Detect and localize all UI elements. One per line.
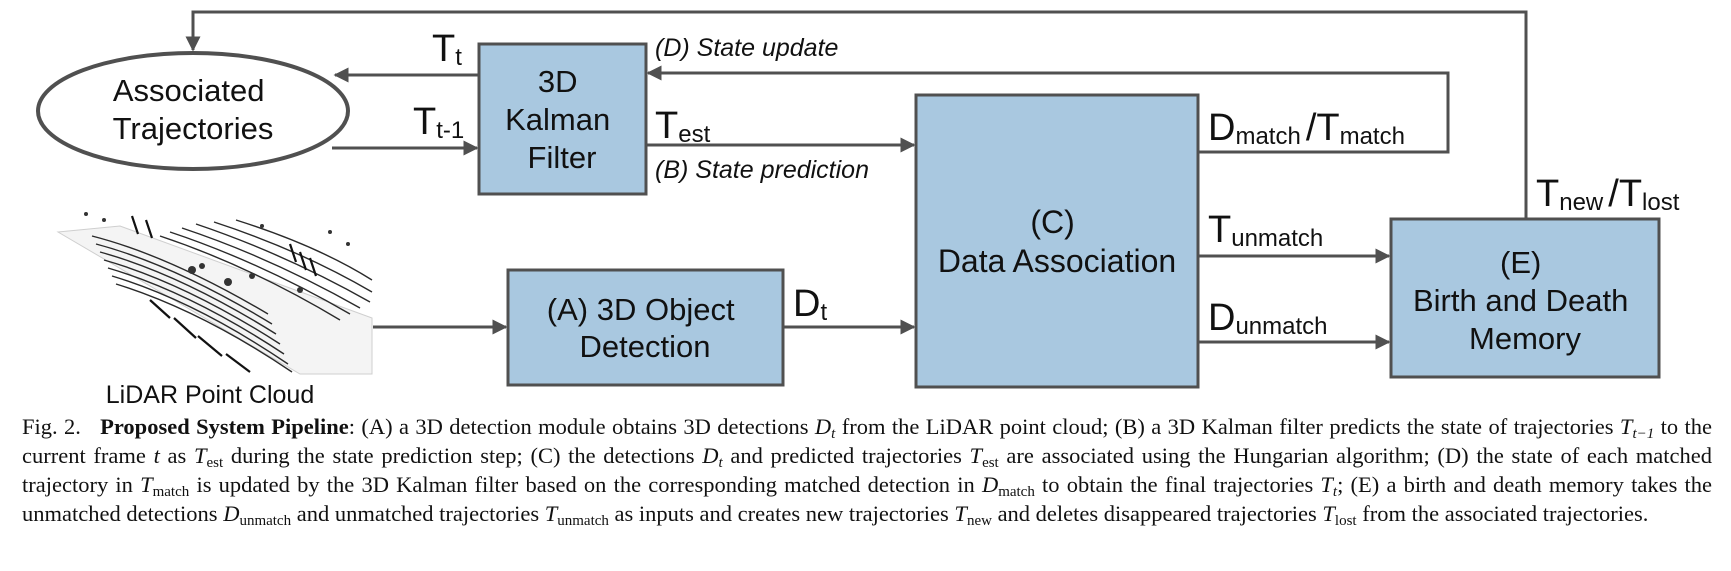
state-prediction-label: (B) State prediction [655, 156, 869, 184]
caption-text: and unmatched trajectories [291, 501, 545, 526]
math-Test: Test [969, 443, 999, 471]
lidar-point-cloud-image [56, 212, 373, 375]
Tunmatch-label: Tunmatch [1208, 209, 1323, 252]
math-Dt: Dt [814, 414, 836, 442]
Dunmatch-label: Dunmatch [1208, 297, 1328, 340]
svg-text:Associated Trajectories: Associated Trajectories [113, 73, 274, 146]
object-detection-box [506, 268, 785, 387]
caption-text: ; (E) a birth and death memory takes the… [22, 472, 1713, 526]
kalman-line-3: Filter [528, 140, 597, 175]
caption-title: Proposed System Pipeline [100, 414, 349, 439]
Dmatch-Tmatch-label: Dmatch/Tmatch [1208, 107, 1405, 150]
caption-text: and predicted trajectories [722, 443, 970, 468]
caption-text: from the associated trajectories. [1356, 501, 1649, 526]
data-association-box [914, 93, 1200, 389]
caption-text: are associated using the Hungarian algor… [22, 443, 1712, 497]
math-Tmatch: Tmatch [140, 472, 190, 500]
caption-text: to the current frame [22, 414, 1713, 468]
math-Dunmatch: Dunmatch [223, 501, 292, 529]
memory-line-1: (E) [1500, 245, 1541, 280]
Dt-label: Dt [793, 283, 827, 326]
math-Test: Test [193, 443, 224, 471]
memory-line-2: Birth and Death [1413, 283, 1628, 318]
caption-text: from the LiDAR point cloud; (B) a 3D Kal… [835, 414, 1620, 439]
figure-caption: Fig. 2. Proposed System Pipeline: (A) a … [22, 412, 1713, 529]
caption-text: during the state prediction step; (C) th… [223, 443, 703, 468]
lidar-point-cloud-label: LiDAR Point Cloud [106, 381, 314, 409]
caption-text: as inputs and creates new trajectories [608, 501, 955, 526]
kalman-filter-box [477, 42, 648, 196]
math-Dt: Dt [702, 443, 723, 471]
math-Dmatch: Dmatch [981, 472, 1035, 500]
math-Tnew: Tnew [954, 501, 992, 529]
Tt1-label: Tt-1 [413, 101, 464, 144]
kalman-line-2: Kalman [505, 102, 610, 137]
caption-text: as [159, 443, 194, 468]
birth-death-memory-box [1389, 217, 1661, 379]
caption-text: : (A) a 3D detection module obtains 3D d… [348, 414, 815, 439]
detection-line-1: (A) 3D Object [547, 292, 735, 327]
math-t: t [153, 443, 160, 468]
Tt-label: Tt [432, 28, 462, 71]
association-line-1: (C) [1030, 204, 1074, 240]
svg-text:(C) Data Association: (C) Data Association [938, 204, 1176, 279]
svg-text:(E) Birth and Death Me: (E) Birth and Death Memory [1413, 245, 1637, 356]
caption-text: is updated by the 3D Kalman filter based… [189, 472, 982, 497]
math-Tunmatch: Tunmatch [544, 501, 609, 529]
Tnew-Tlost-label: Tnew/Tlost [1536, 173, 1680, 216]
arrow-state-update [646, 65, 1450, 154]
kalman-line-1: 3D [538, 64, 578, 99]
svg-text:3D Kalman Filter: 3D Kalman Filter [505, 64, 619, 175]
pipeline-diagram: Associated Trajectories 3D Kalman Filter… [36, 10, 1680, 409]
association-line-2: Data Association [938, 243, 1176, 279]
caption-text: and deletes disappeared trajectories [991, 501, 1323, 526]
state-update-label: (D) State update [655, 34, 838, 62]
math-Tt-1: Tt−1 [1619, 414, 1655, 442]
memory-line-3: Memory [1469, 321, 1581, 356]
math-Tt: Tt [1320, 472, 1338, 500]
feedback-arrow-memory-to-trajectories [185, 10, 1528, 218]
math-Tlost: Tlost [1322, 501, 1357, 529]
svg-text:(A) 3D Object Detection: (A) 3D Object Detection [547, 292, 743, 364]
associated-trajectories-ellipse [36, 51, 350, 171]
detection-line-2: Detection [580, 329, 711, 364]
ellipse-line-1: Associated [113, 73, 265, 108]
Test-label: Test [655, 105, 711, 148]
caption-fig-number: Fig. 2. [22, 414, 81, 439]
ellipse-line-2: Trajectories [113, 111, 274, 146]
caption-text: to obtain the final trajectories [1034, 472, 1321, 497]
